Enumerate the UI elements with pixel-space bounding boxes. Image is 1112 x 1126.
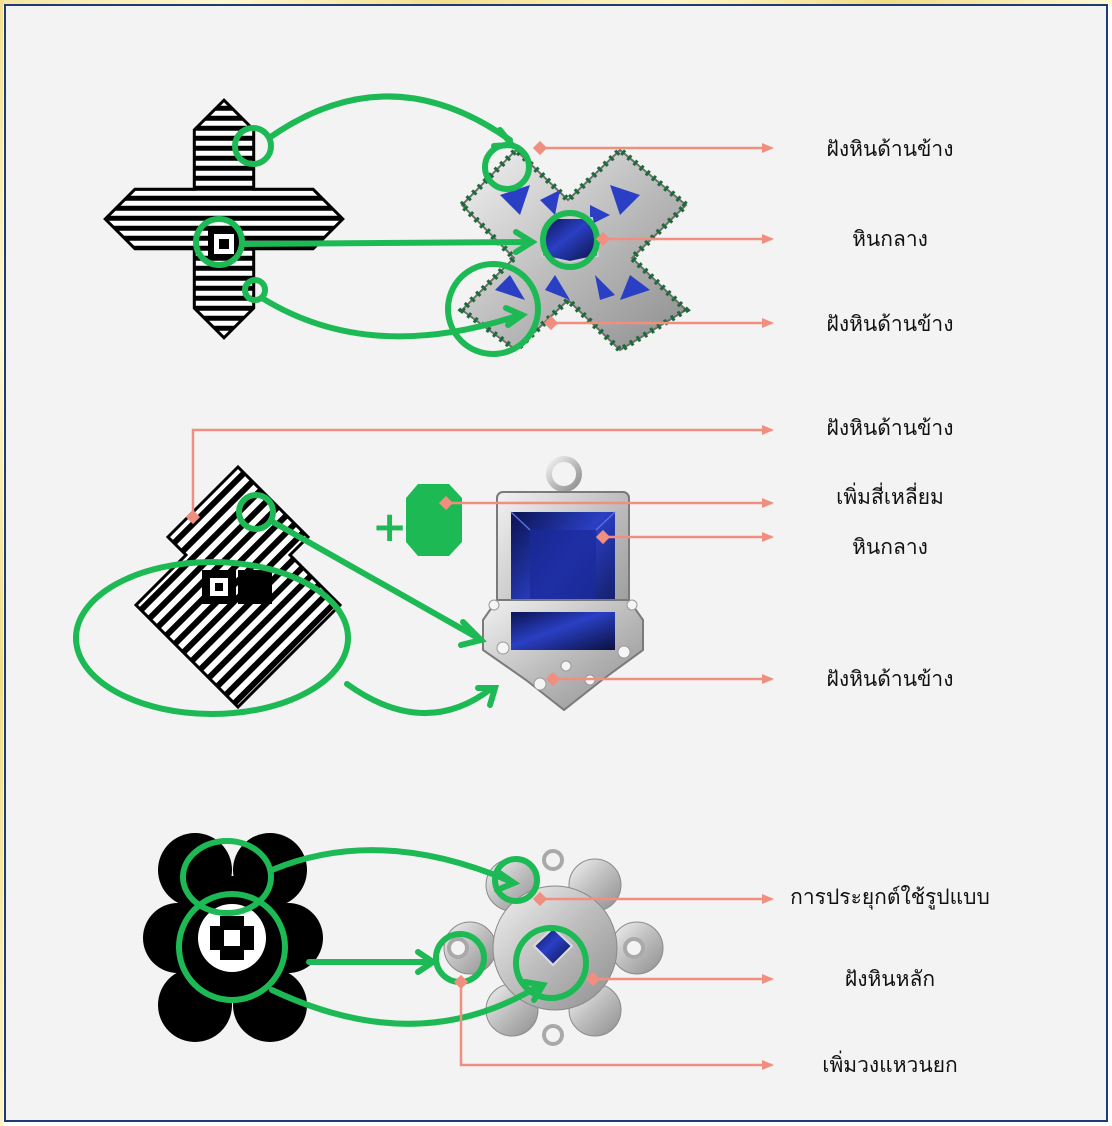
label-pattern-application: การประยุกต์ใช้รูปแบบ xyxy=(790,885,990,909)
green-callouts-pattern3 xyxy=(176,838,589,1027)
green-callouts-pattern2 xyxy=(73,492,500,717)
label-add-raised-ring: เพิ่มวงแหวนยก xyxy=(822,1053,958,1077)
label-leader-lines xyxy=(191,143,774,1070)
label-side-stone-setting-3: ฝังหินด้านข้าง xyxy=(826,416,954,440)
green-callouts-pattern1 xyxy=(193,93,600,357)
label-center-stone-1: หินกลาง xyxy=(852,227,928,251)
label-center-stone-2: หินกลาง xyxy=(852,535,928,559)
label-side-stone-setting-2: ฝังหินด้านข้าง xyxy=(826,312,954,336)
label-side-stone-setting-1: ฝังหินด้านข้าง xyxy=(826,137,954,161)
leader-dots xyxy=(185,140,611,990)
plus-sign: + xyxy=(372,502,407,551)
label-main-stone-setting: ฝังหินหลัก xyxy=(844,967,936,991)
decorative-side-band xyxy=(0,0,3,1126)
cross-pendant-render xyxy=(457,145,691,354)
pendant-render xyxy=(482,456,644,712)
decorative-top-band xyxy=(0,0,1112,6)
diamond-pattern-drawing xyxy=(133,464,343,710)
label-add-square: เพิ่มสี่เหลี่ยม xyxy=(836,485,944,509)
green-emerald-shape xyxy=(406,484,462,556)
label-side-stone-setting-4: ฝังหินด้านข้าง xyxy=(826,667,954,691)
